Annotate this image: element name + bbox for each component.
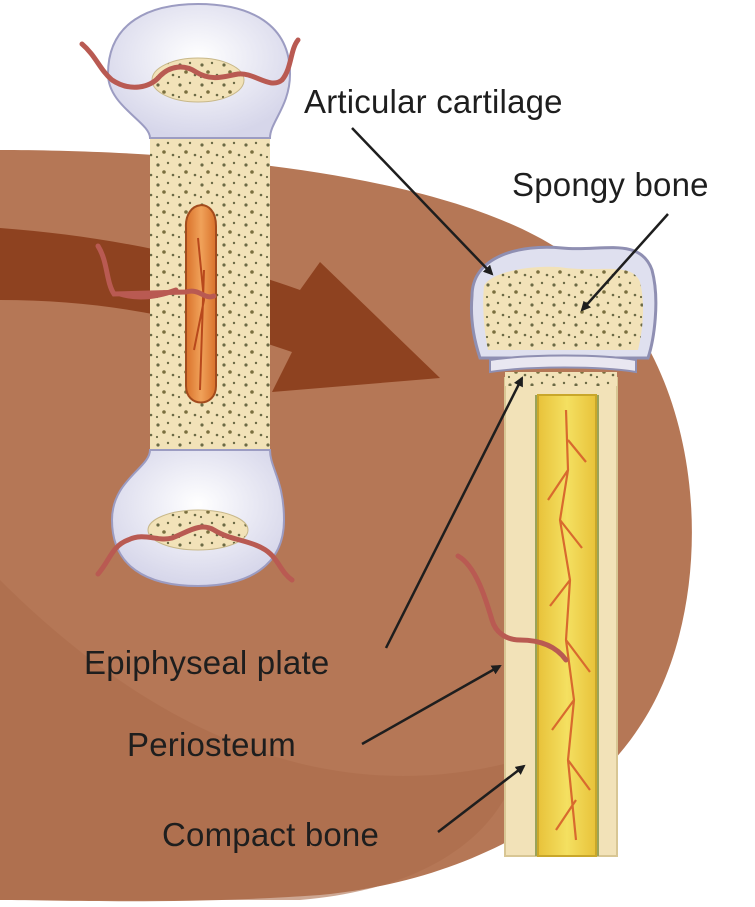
label-articular-cartilage: Articular cartilage bbox=[304, 85, 563, 118]
label-spongy-bone: Spongy bone bbox=[512, 168, 709, 201]
label-periosteum: Periosteum bbox=[127, 728, 296, 761]
label-epiphyseal-plate: Epiphyseal plate bbox=[84, 646, 329, 679]
spongy-bone-region bbox=[483, 267, 643, 350]
label-compact-bone: Compact bone bbox=[162, 818, 379, 851]
